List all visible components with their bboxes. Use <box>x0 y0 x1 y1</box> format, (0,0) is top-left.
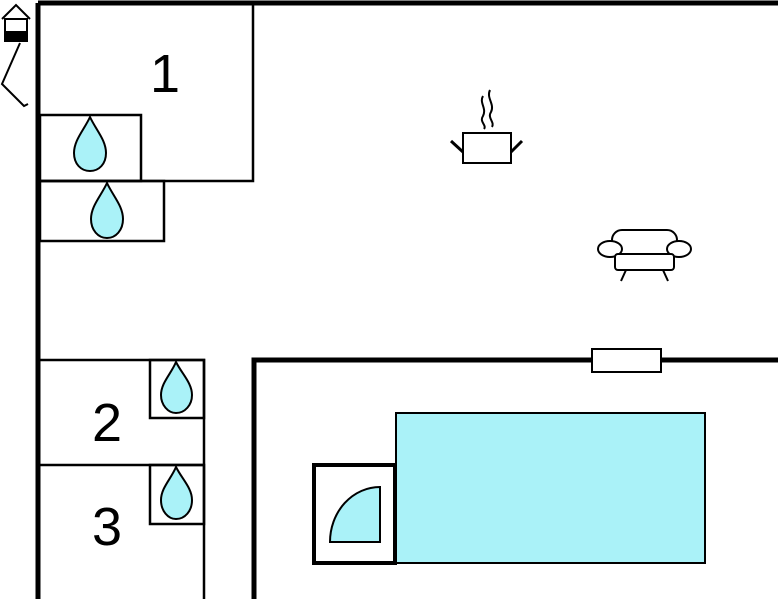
room-label-2: 2 <box>92 393 122 453</box>
water-drop-icon <box>159 359 194 415</box>
window <box>591 348 662 373</box>
room-label-3: 3 <box>92 497 122 557</box>
room-label-1: 1 <box>150 44 180 104</box>
house-entrance-icon <box>0 3 31 108</box>
water-drop-icon <box>72 114 108 173</box>
shower-icon <box>312 463 397 565</box>
water-drop-icon <box>89 180 125 240</box>
cooking-pot-icon <box>449 89 524 164</box>
sofa-icon <box>597 229 692 282</box>
pool <box>395 412 706 564</box>
rooms-2-3 <box>40 358 206 599</box>
water-drop-icon <box>159 464 194 521</box>
room-1 <box>38 3 255 243</box>
